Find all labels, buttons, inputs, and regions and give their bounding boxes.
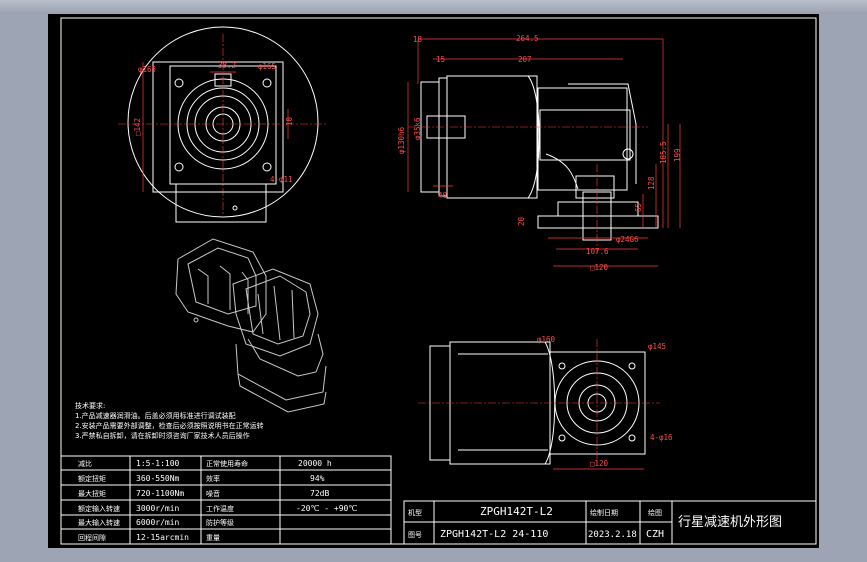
dim-15: 15 [436, 55, 445, 64]
spec-table: 减比 1:5-1:100 正常使用寿命 20000 h 额定扭矩 360-550… [78, 459, 357, 542]
dim-left-phi165-b: φ165 [258, 62, 276, 71]
spec-cell: 6000r/min [136, 518, 180, 527]
lower-view [418, 339, 660, 470]
spec-cell: 工作温度 [206, 504, 234, 513]
dim-left-square: □142 [133, 118, 142, 136]
dim-square-120-b: □120 [590, 459, 609, 468]
spec-cell: 正常使用寿命 [206, 459, 248, 468]
drawing-canvas[interactable]: φ165 φ165 38.2 □142 10 4-φ11 [48, 14, 819, 548]
spec-cell: 360-550Nm [136, 474, 180, 483]
spec-cell: 效率 [206, 474, 220, 483]
dim-128: 128 [647, 176, 656, 190]
spec-cell: 20000 h [298, 459, 332, 468]
left-end-view [118, 26, 328, 223]
spec-cell: 12-15arcmin [136, 533, 189, 542]
dim-left-phi165-a: φ165 [138, 65, 156, 74]
spec-cell: 72dB [310, 489, 329, 498]
title-drawing-no: ZPGH142T-L2 24-110 [440, 529, 548, 540]
spec-cell: 720-1100Nm [136, 489, 184, 498]
title-label-drawing-no: 图号 [408, 531, 422, 539]
spec-cell: 防护等级 [206, 518, 234, 527]
title-date: 2023.2.18 [588, 530, 637, 540]
title-drawer: CZH [646, 529, 664, 540]
viewer-toolbar-strip [0, 0, 867, 14]
spec-cell: 噪音 [206, 489, 220, 498]
note-line-3: 3.严禁私自拆卸，请在拆卸时须咨询厂家技术人员后操作 [75, 431, 250, 440]
dim-199: 199 [673, 148, 682, 162]
spec-cell: 最大扭矩 [78, 489, 106, 498]
dim-left-holes: 4-φ11 [270, 175, 293, 184]
dim-left-key: 38.2 [218, 61, 236, 70]
spec-cell: 回程间隙 [78, 533, 106, 542]
dim-square-120: □120 [590, 263, 609, 272]
dim-holes-16: 4-φ16 [650, 433, 673, 442]
title-label-date: 绘制日期 [590, 508, 618, 517]
side-view [407, 38, 681, 267]
dim-phi160: φ160 [537, 335, 556, 344]
dim-1076: 107.6 [586, 247, 609, 256]
spec-cell: 1:5-1:100 [136, 459, 180, 468]
spec-cell: 94% [310, 474, 325, 483]
note-line-2: 2.安装产品需要外部调整，检查后必须按照说明书在正常运转 [75, 421, 264, 430]
spec-cell: 减比 [78, 459, 92, 468]
title-main: 行星减速机外形图 [678, 515, 782, 530]
spec-table-grid [60, 455, 392, 545]
dim-left-side: 10 [285, 116, 294, 126]
title-label-drawer: 绘图 [648, 508, 662, 517]
title-block-grid [403, 500, 817, 545]
dim-phi246: φ24G6 [616, 235, 639, 244]
spec-cell: 额定输入转速 [78, 504, 120, 513]
dim-65: 65 [634, 203, 643, 212]
dim-phi130: φ130h6 [397, 126, 406, 154]
dim-phi145: φ145 [648, 342, 666, 351]
drawing-sheet[interactable]: φ165 φ165 38.2 □142 10 4-φ11 [48, 14, 819, 548]
spec-cell: -20℃ - +90℃ [296, 504, 357, 513]
dim-phi35: φ35k6 [413, 117, 422, 140]
isometric-view [175, 238, 327, 413]
spec-cell: 额定扭矩 [78, 474, 106, 483]
notes-title: 技术要求: [75, 401, 105, 410]
dim-40: 40 [438, 191, 448, 200]
spec-cell: 3000r/min [136, 504, 180, 513]
title-model: ZPGH142T-L2 [480, 505, 553, 518]
dim-207: 207 [518, 55, 532, 64]
dim-185: 185.5 [659, 141, 668, 164]
title-label-model: 机型 [408, 508, 422, 517]
dim-20: 20 [517, 216, 526, 226]
dim-18: 18 [413, 35, 423, 44]
spec-cell: 最大输入转速 [78, 518, 120, 527]
spec-cell: 重量 [206, 534, 220, 542]
dim-264: 264.5 [516, 34, 539, 43]
note-line-1: 1.产品减速器润滑油。后盖必须用标准进行调试装配 [75, 411, 236, 420]
